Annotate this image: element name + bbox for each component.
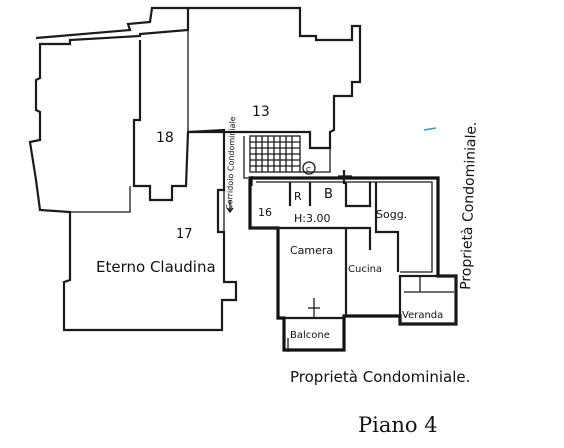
corridor-arrow: [226, 200, 234, 214]
label-height: H:3.00: [294, 212, 330, 225]
interior-walls: [250, 182, 458, 326]
accent-mark: [423, 127, 437, 131]
label-unit-18: 18: [156, 130, 174, 146]
label-condo-right: Proprietà Condominiale.: [458, 121, 480, 290]
label-camera: Camera: [290, 244, 333, 257]
label-balcone: Balcone: [290, 330, 330, 341]
label-unit-17: 17: [176, 227, 193, 242]
unit-13-outline: [188, 6, 362, 150]
lift-symbol: [302, 161, 316, 175]
label-lift: C: [306, 166, 311, 174]
stairs: [249, 135, 301, 173]
label-room-b: B: [324, 187, 333, 202]
label-room-r: R: [294, 190, 302, 203]
label-owner-name: Eterno Claudina: [96, 258, 216, 276]
label-unit-16: 16: [258, 206, 272, 219]
label-soggiorno: Sogg.: [376, 208, 407, 221]
unit-17-18-divider: [70, 30, 189, 213]
label-corridor: Corridoio Condominiale: [225, 116, 237, 210]
label-condo-bottom: Proprietà Condominiale.: [290, 368, 470, 386]
label-cucina: Cucina: [348, 264, 382, 275]
unit-17-18-outline: [28, 6, 238, 332]
label-floor: Piano 4: [358, 413, 438, 437]
corridor-walls: [223, 132, 331, 232]
label-veranda: Veranda: [402, 310, 443, 321]
label-unit-13: 13: [252, 104, 270, 120]
door-marks: [251, 170, 352, 352]
